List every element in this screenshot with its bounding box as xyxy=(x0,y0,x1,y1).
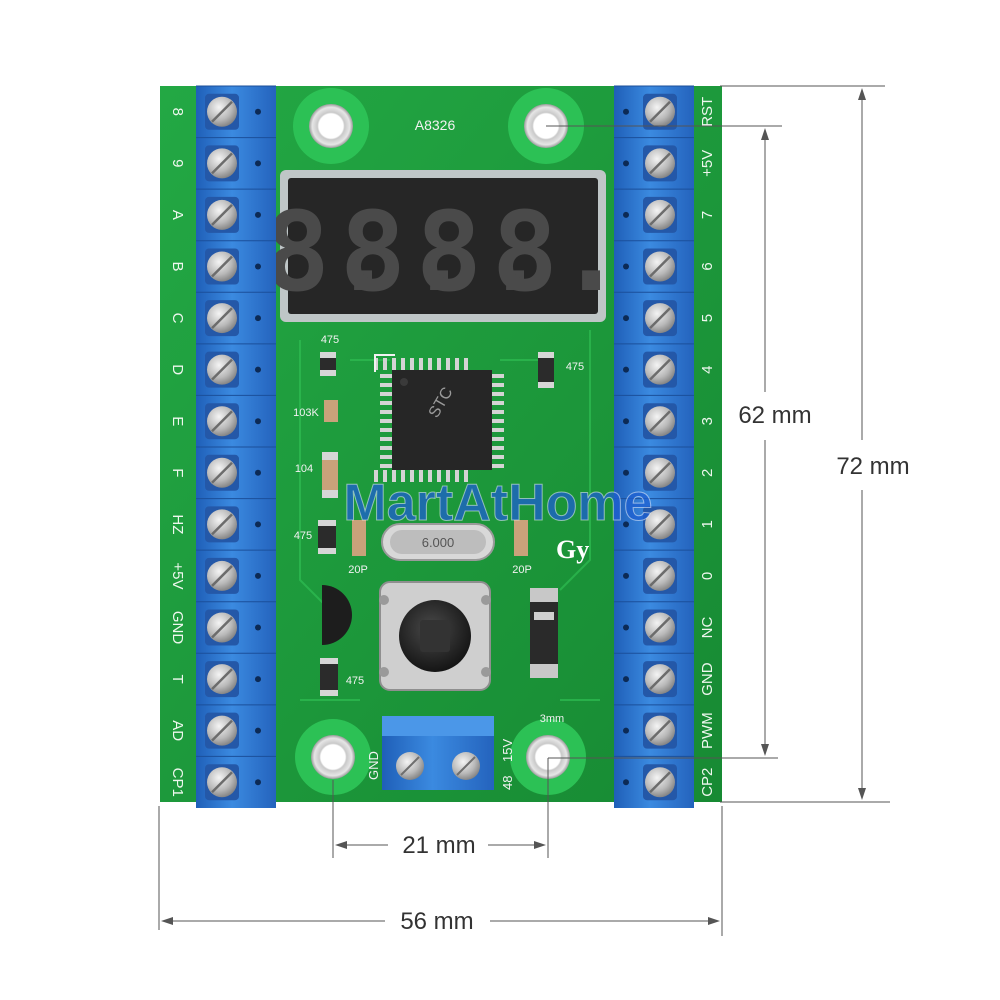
power-terminal-block: GND 48 15V xyxy=(366,716,515,790)
pin-label: T xyxy=(169,674,186,683)
dim-height-outer: 72 mm xyxy=(836,453,909,480)
dimension-annotations xyxy=(158,85,890,936)
label-c-20p-right: 20P xyxy=(512,564,532,576)
pin-label: E xyxy=(169,416,186,426)
smd-components: 475 475 103K 104 475 20P 20P 475 xyxy=(293,334,584,696)
dim-width-outer: 56 mm xyxy=(400,908,473,935)
pin-label: HZ xyxy=(169,514,186,534)
dimension-arrows xyxy=(161,88,866,925)
left-terminal-strip xyxy=(196,85,276,808)
pin-label: A xyxy=(169,210,186,220)
display-digits: 8.8.8.8. xyxy=(264,188,624,316)
label-r-top-right: 475 xyxy=(566,361,584,373)
pin-label: B xyxy=(169,261,186,271)
dim-hole-spacing: 21 mm xyxy=(402,832,475,859)
pin-label: D xyxy=(169,364,186,375)
pin-label: AD xyxy=(169,720,186,741)
pin-label: 1 xyxy=(699,520,716,528)
model-label: A8326 xyxy=(415,117,456,133)
chip-outline-silk xyxy=(374,354,395,372)
pin-label: NC xyxy=(699,617,716,639)
watermark: MartAtHome xyxy=(343,474,652,532)
pin-label: 6 xyxy=(699,262,716,270)
pin-label: 0 xyxy=(699,572,716,580)
label-c-20p-left: 20P xyxy=(348,564,368,576)
crystal-oscillator: 6.000 xyxy=(381,523,495,561)
pin-label: 2 xyxy=(699,469,716,477)
power-label-gnd: GND xyxy=(366,751,381,780)
pin-label: C xyxy=(169,313,186,324)
label-c-104: 104 xyxy=(295,463,313,475)
pin-label: CP2 xyxy=(699,768,716,797)
pin-label: 4 xyxy=(699,365,716,373)
pin-label: 5 xyxy=(699,314,716,322)
label-c-103: 103K xyxy=(293,407,319,419)
pin-label: +5V xyxy=(699,150,716,177)
dim-height-inner: 62 mm xyxy=(738,402,811,429)
pin-label: 3 xyxy=(699,417,716,425)
pin-label: CP1 xyxy=(169,768,186,797)
right-terminal-strip xyxy=(614,85,694,808)
label-r-bottom: 475 xyxy=(346,675,364,687)
pin-label: RST xyxy=(699,97,716,127)
pin-label: 9 xyxy=(169,159,186,167)
pin-label: 8 xyxy=(169,108,186,116)
hole-note: 3mm xyxy=(540,713,564,725)
right-pin-labels: RST +5V 7 6 5 4 3 2 1 0NC GND PWM CP2 xyxy=(699,97,716,797)
left-pin-labels: 8 9A B C D E F HZ +5V GND T AD CP1 xyxy=(169,108,186,797)
display-digit: 8. xyxy=(416,188,548,316)
brand-mark: Gy xyxy=(556,535,589,564)
tactile-switch xyxy=(379,581,491,691)
display-digit: 8. xyxy=(340,188,472,316)
label-r-top-left: 475 xyxy=(321,334,339,346)
power-label-15v: 15V xyxy=(500,739,515,762)
label-r-mid-left: 475 xyxy=(294,530,312,542)
pcb-traces xyxy=(299,330,600,701)
crystal-label: 6.000 xyxy=(422,535,455,550)
pin-label: GND xyxy=(169,611,186,645)
display-digit: 8. xyxy=(264,188,396,316)
transistor xyxy=(322,585,352,645)
microcontroller-chip: STC xyxy=(374,358,504,482)
pin-label: 7 xyxy=(699,211,716,219)
power-label-48: 48 xyxy=(500,776,515,790)
pin-label: +5V xyxy=(169,562,186,589)
seven-segment-display: 8.8.8.8. xyxy=(264,170,624,322)
diode xyxy=(530,588,558,678)
pin-label: F xyxy=(169,468,186,477)
pin-label: GND xyxy=(699,662,716,696)
pin-label: PWM xyxy=(699,712,716,749)
display-digit: 8. xyxy=(492,188,624,316)
